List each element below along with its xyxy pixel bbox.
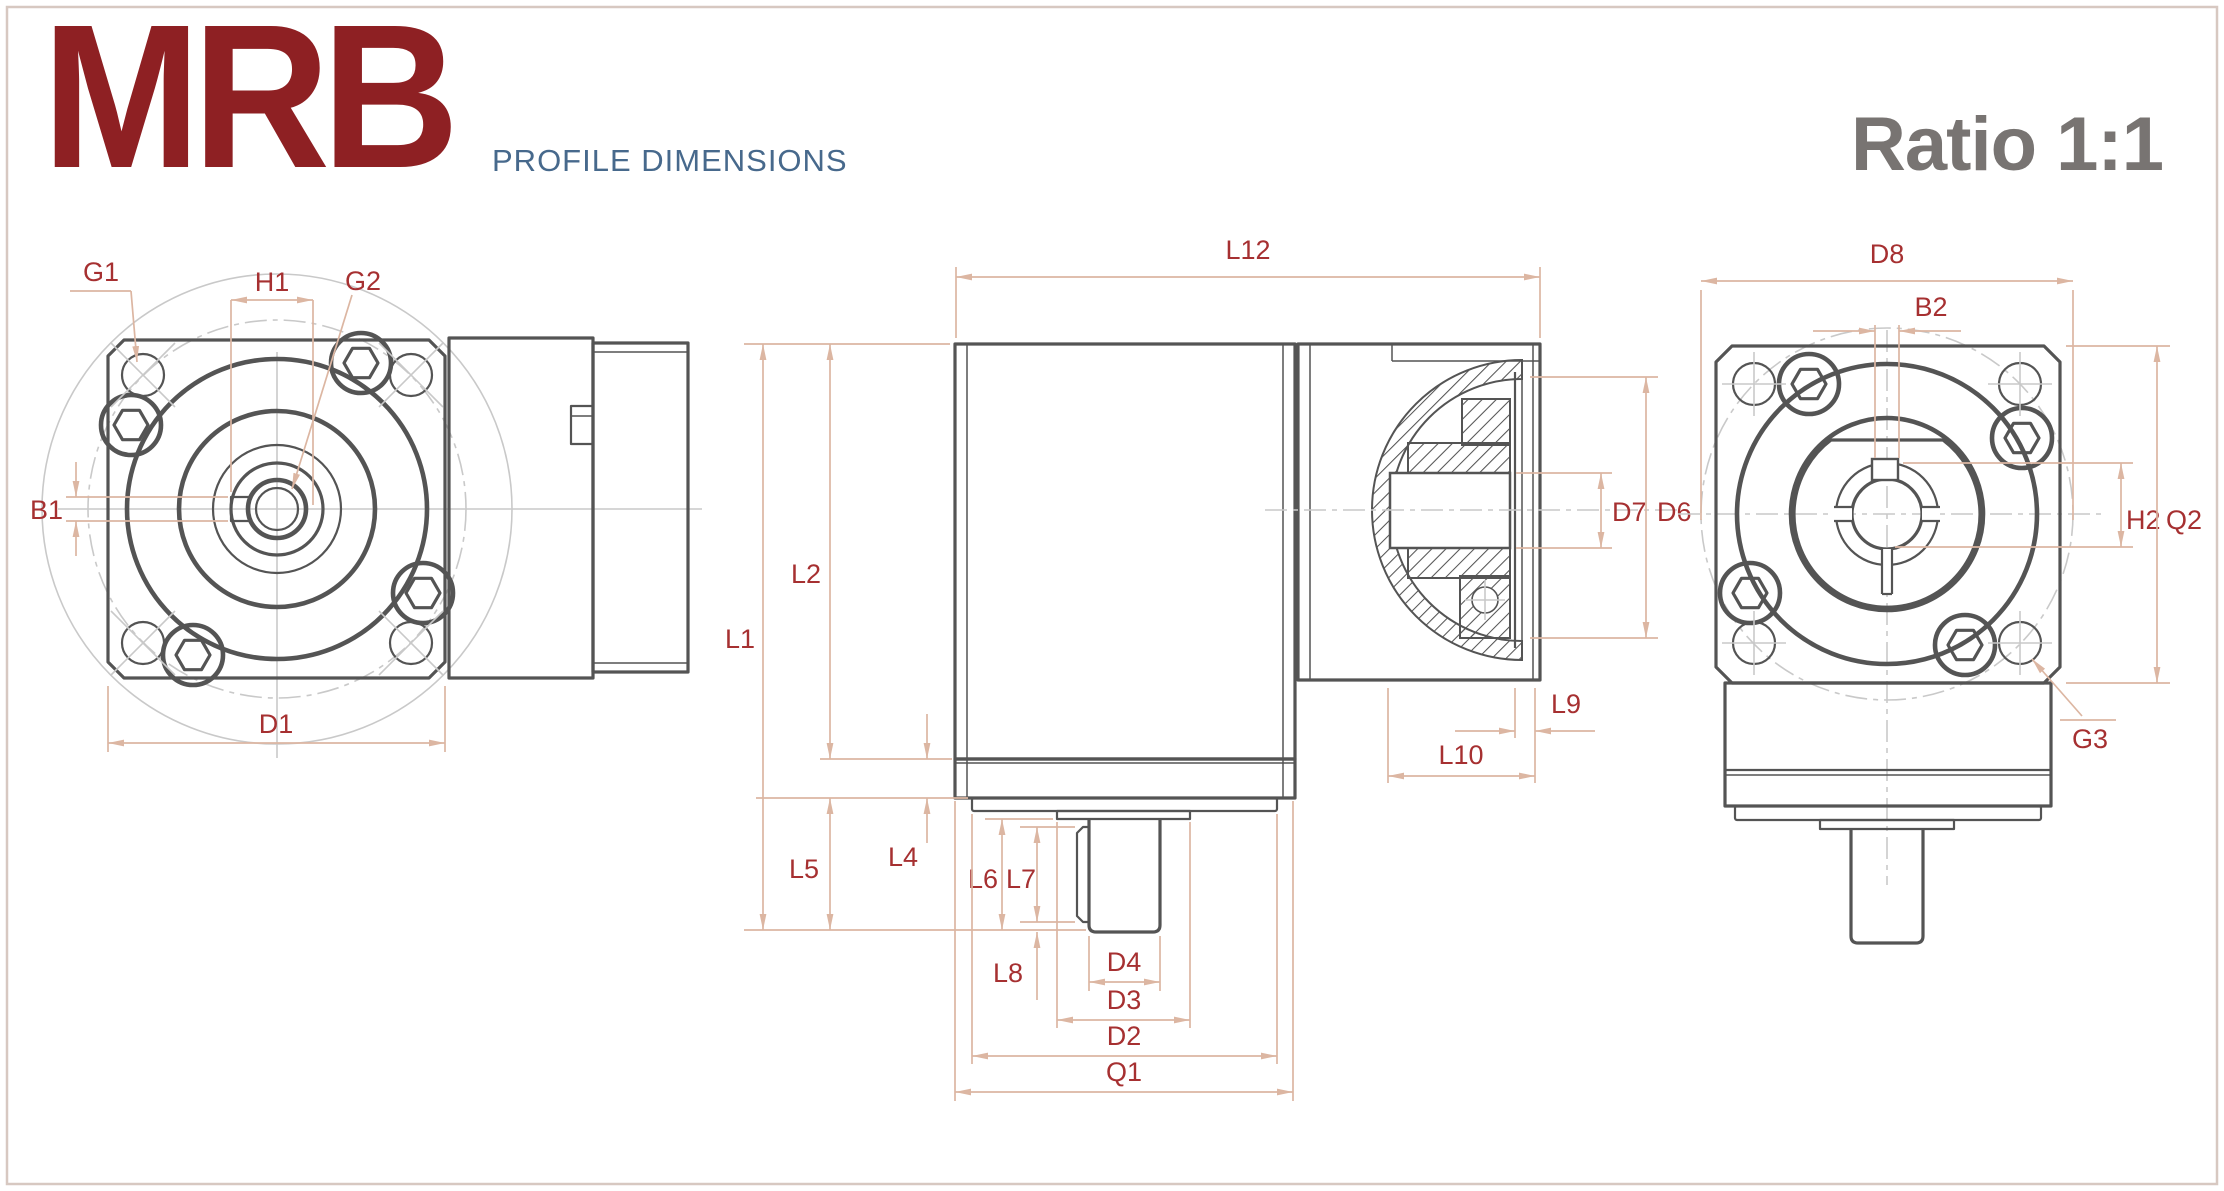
dim-label-h2: H2 — [2126, 505, 2161, 535]
dim-label-g1: G1 — [83, 257, 119, 287]
dim-label-d3: D3 — [1107, 985, 1142, 1015]
pilot-plate-1 — [970, 796, 1279, 813]
gearbox-body — [953, 342, 1297, 761]
pilot-circle-outer — [124, 356, 430, 662]
bore-circle — [245, 477, 309, 541]
dim-label-g2: G2 — [345, 266, 381, 296]
dim-label-l4: L4 — [888, 842, 918, 872]
pilot-circle-outer — [1734, 361, 2040, 667]
brand-logo: MRB — [42, 0, 451, 210]
inner-circle — [211, 443, 343, 575]
dim-label-d2: D2 — [1107, 1021, 1142, 1051]
dim-label-l8: L8 — [993, 958, 1023, 988]
hub-bar-lower — [1407, 547, 1511, 579]
collar-block-upper — [1461, 398, 1511, 446]
clamp-slits — [1834, 505, 1940, 596]
dim-label-q1: Q1 — [1106, 1057, 1142, 1087]
dim-label-l6: L6 — [968, 864, 998, 894]
adapter-block-2 — [591, 341, 690, 674]
output-view-dimensions: D8 B2 H2 Q2 G3 — [1700, 239, 2202, 754]
dim-label-b2: B2 — [1914, 292, 1947, 322]
dim-label-d1: D1 — [259, 709, 294, 739]
front-view-dimensions: G1 G2 H1 B1 D1 — [30, 257, 446, 752]
dim-label-b1: B1 — [30, 495, 63, 525]
output-flange-view: D8 B2 H2 Q2 G3 — [1678, 239, 2202, 945]
dim-label-l10: L10 — [1438, 740, 1483, 770]
dim-label-h1: H1 — [255, 267, 290, 297]
hex-screws — [98, 330, 456, 688]
pilot-circle — [176, 408, 378, 610]
adapter-block — [447, 336, 595, 680]
side-section-view: L12 L1 L2 L5 L4 L6 — [725, 235, 1692, 1101]
mounting-holes — [1722, 352, 2052, 675]
mounting-holes — [110, 342, 444, 676]
dim-label-d7: D7 — [1612, 497, 1647, 527]
output-shaft — [1849, 829, 1925, 945]
header: MRB PROFILE DIMENSIONS Ratio 1:1 — [42, 0, 2164, 210]
pilot-plate-2 — [1818, 818, 1956, 831]
side-view-dimensions: L12 L1 L2 L5 L4 L6 — [725, 235, 1692, 1101]
adapter-notch — [569, 404, 595, 446]
bore-keyway — [1870, 457, 1900, 482]
dim-label-l7: L7 — [1006, 864, 1036, 894]
page-title: PROFILE DIMENSIONS — [492, 143, 848, 178]
bore-chamfer-circle — [254, 486, 300, 532]
dim-label-g3: G3 — [2072, 724, 2108, 754]
dim-label-l1: L1 — [725, 624, 755, 654]
input-housing — [1296, 342, 1542, 682]
dim-label-l5: L5 — [789, 854, 819, 884]
dim-label-d8: D8 — [1870, 239, 1905, 269]
clamp-hub-outline — [1792, 438, 1982, 609]
hex-screws — [1717, 351, 2055, 678]
dim-label-d4: D4 — [1107, 947, 1142, 977]
pilot-plate-1 — [1733, 804, 2043, 822]
page-border — [5, 5, 2219, 1186]
lower-body-block — [1723, 681, 2053, 808]
front-flange-view: G1 G2 H1 B1 D1 — [30, 257, 702, 758]
dim-label-l2: L2 — [791, 559, 821, 589]
dim-label-q2: Q2 — [2166, 505, 2202, 535]
shaft-key — [1075, 825, 1089, 924]
dim-label-d6: D6 — [1657, 497, 1692, 527]
dim-label-l12: L12 — [1225, 235, 1270, 265]
output-flange-band — [953, 757, 1297, 800]
keyway-slot — [229, 495, 251, 523]
output-shaft — [1087, 819, 1162, 934]
pilot-circle — [1788, 415, 1986, 613]
ratio-label: Ratio 1:1 — [1851, 102, 2163, 187]
hub-bar-upper — [1407, 442, 1511, 474]
front-flange-outline — [106, 338, 447, 680]
pilot-plate-2 — [1055, 809, 1192, 821]
section-bell-ring — [1371, 358, 1523, 662]
dim-label-l9: L9 — [1551, 689, 1581, 719]
